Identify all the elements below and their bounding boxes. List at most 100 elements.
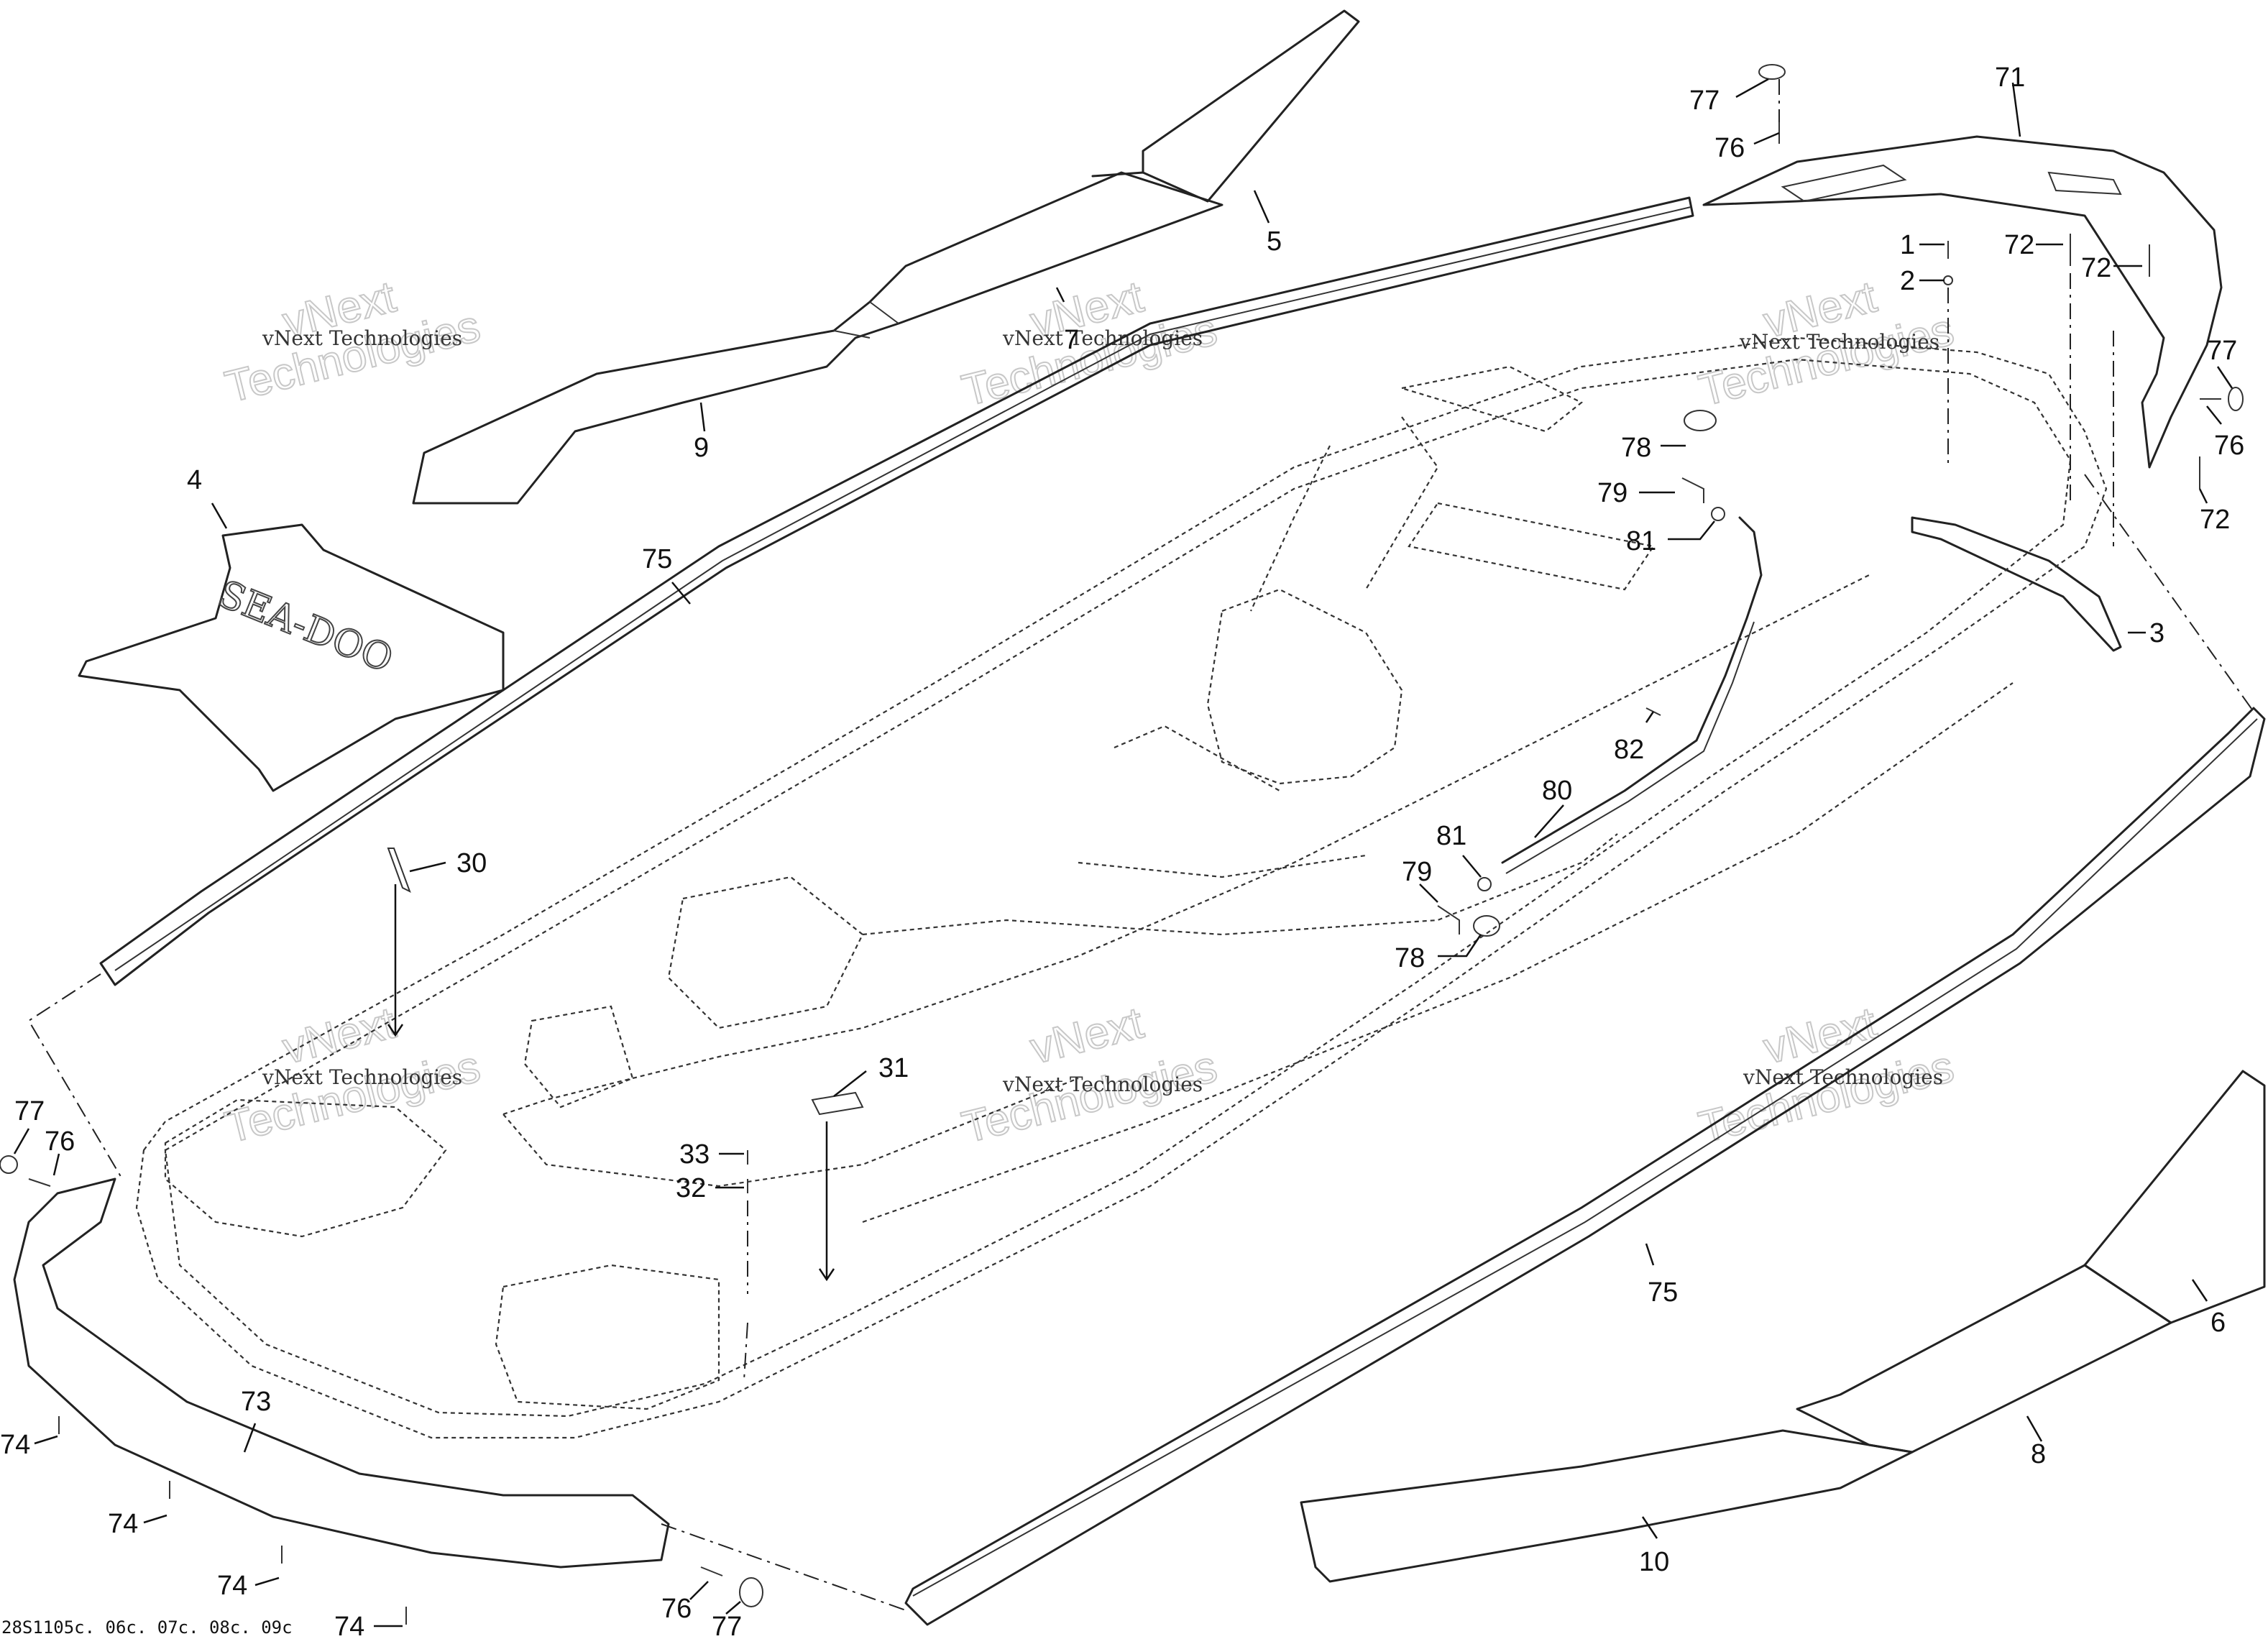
plug-part-78 (1684, 410, 1717, 431)
mat-part-5 (1091, 9, 1360, 203)
watermark-big-vnext: vNext (278, 998, 400, 1073)
leader-30 (409, 861, 446, 873)
plug-part-77 (739, 1577, 763, 1607)
label-80: 80 (1542, 776, 1572, 806)
mat-part-9 (412, 171, 1223, 505)
screw-part-76 (700, 1566, 723, 1576)
label-8: 8 (2031, 1439, 2046, 1469)
label-4: 4 (187, 465, 202, 495)
leader-81b (1462, 855, 1482, 878)
plug-part-78 (1473, 915, 1500, 937)
plug-part-77 (0, 1155, 18, 1174)
label-77: 77 (1689, 86, 1720, 116)
hull-front-deck (862, 365, 2014, 1223)
hull-outline (135, 336, 2108, 1439)
mat-part-6 (2083, 1070, 2266, 1324)
label-72: 72 (2004, 230, 2034, 260)
leader-77d (725, 1601, 741, 1615)
label-81: 81 (1626, 526, 1656, 556)
leader-77b (2216, 366, 2233, 389)
hull-storage (523, 876, 864, 1108)
label-32: 32 (676, 1173, 706, 1203)
watermark-big-technologies: Technologies (221, 1042, 485, 1153)
label-76: 76 (2214, 431, 2244, 461)
label-73: 73 (241, 1387, 271, 1417)
leader-73 (243, 1423, 257, 1453)
leader-6 (2191, 1279, 2208, 1302)
watermark-text: vNext Technologies (262, 1065, 462, 1089)
label-77: 77 (712, 1612, 742, 1639)
watermark-bottom-center: vNext Technologies vNext Technologies (957, 997, 1223, 1153)
leader-74b (143, 1514, 167, 1524)
leader-78b (1438, 934, 1482, 958)
leader-10 (1641, 1516, 1658, 1539)
watermark-text: vNext Technologies (1002, 1073, 1203, 1096)
leader-77a (1735, 78, 1769, 98)
label-33: 33 (679, 1139, 710, 1170)
label-79: 79 (1597, 478, 1627, 508)
leader-75b (1645, 1243, 1655, 1266)
leader-75a (671, 582, 691, 605)
leader-77c (13, 1128, 30, 1154)
phantom-line-center-fasteners (743, 1200, 748, 1381)
front-cap-part-71 (1702, 135, 2223, 469)
trim-part-3 (1911, 516, 2122, 652)
watermarks: vNext Technologies vNext Technologies vN… (220, 271, 1960, 1153)
bumper-rail-upper (99, 196, 1694, 986)
label-79: 79 (1402, 857, 1432, 887)
phantom-lines (27, 79, 2254, 1611)
leader-76c (52, 1153, 60, 1176)
label-10: 10 (1639, 1547, 1669, 1577)
bumper-rail-lower (904, 707, 2266, 1626)
label-77: 77 (2207, 336, 2237, 366)
hull-console (1250, 416, 1439, 612)
leader-71 (2011, 82, 2021, 137)
label-71: 71 (1995, 63, 2025, 93)
hull-seat-base (1114, 588, 1403, 791)
screw-part-76 (28, 1178, 51, 1187)
phantom-line-rear-left (27, 973, 123, 1180)
watermark-text: vNext Technologies (1002, 326, 1203, 350)
mat-part-10 (1300, 1429, 1914, 1583)
washer-part-2 (1943, 275, 1953, 285)
label-2: 2 (1900, 266, 1915, 296)
phantom-line-cap-fasteners (1947, 273, 2114, 546)
leader-8 (2026, 1415, 2043, 1442)
label-75: 75 (1648, 1277, 1678, 1308)
leader-7 (1055, 287, 1065, 303)
watermark-bottom-left: vNext Technologies vNext Technologies (220, 997, 486, 1153)
label-81: 81 (1436, 821, 1466, 851)
label-9: 9 (694, 433, 709, 463)
hull-phantom (135, 336, 2108, 1439)
label-3: 3 (2149, 618, 2164, 648)
phantom-line-front-right (2084, 474, 2254, 712)
mat-part-8 (1796, 1264, 2172, 1454)
label-72: 72 (2081, 253, 2111, 283)
leader-74c (254, 1576, 280, 1587)
parts: SEA-DOO (0, 9, 2266, 1626)
leader-76b (2206, 405, 2222, 425)
label-78: 78 (1395, 943, 1425, 973)
label-74: 74 (108, 1509, 138, 1539)
leader-4 (211, 502, 228, 529)
watermark-text: vNext Technologies (262, 326, 462, 350)
clamp-part-81 (1477, 877, 1492, 891)
leader-lines (13, 78, 2233, 1627)
hull-inner-line (164, 358, 2072, 1418)
hull-footwell-rear (164, 1098, 720, 1410)
label-74: 74 (217, 1571, 247, 1601)
leader-80 (1534, 804, 1564, 838)
hose-part-80 (1501, 516, 1763, 864)
sea-doo-logo: SEA-DOO (212, 572, 399, 681)
label-77: 77 (14, 1096, 45, 1126)
bumper-rail-lower-stripe (912, 718, 2258, 1597)
label-6: 6 (2210, 1308, 2226, 1338)
arrow-30 (387, 884, 404, 1037)
leader-31 (833, 1070, 867, 1097)
leader-79b (1419, 883, 1438, 903)
arrow-31 (818, 1121, 835, 1282)
fitting-part-79 (1681, 477, 1704, 503)
mat-part-7-seam (833, 301, 899, 339)
leader-81a (1668, 520, 1715, 541)
